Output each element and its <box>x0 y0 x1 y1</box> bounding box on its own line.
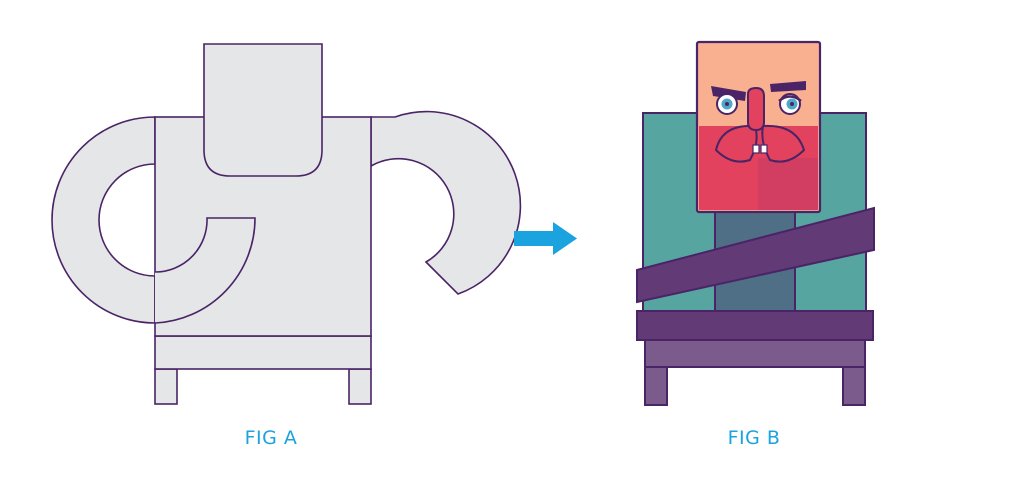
sketch-right-arm <box>370 110 522 295</box>
sketch-bench-base <box>154 335 372 370</box>
mustache-left <box>714 124 758 163</box>
character-nose <box>747 86 765 132</box>
right-arrow-icon <box>514 222 577 255</box>
figure-a-caption: FIG A <box>244 427 298 449</box>
figure-a-sketch <box>51 43 522 405</box>
sketch-left-leg <box>154 368 178 405</box>
sketch-right-leg <box>348 368 372 405</box>
diagonal-strap <box>636 206 875 304</box>
beard-shade <box>758 158 818 210</box>
figure-b-character <box>636 40 875 406</box>
left-eye-pupil <box>725 102 729 106</box>
bench-seat <box>644 339 866 368</box>
sketch-left-arm <box>51 116 156 324</box>
mustache-right <box>761 124 806 163</box>
figure-b-caption: FIG B <box>727 427 781 449</box>
bench-left-leg <box>644 365 668 406</box>
tooth-left <box>752 144 760 154</box>
sketch-hook <box>154 217 256 324</box>
bench-top-band <box>636 310 874 341</box>
bench-right-leg <box>842 365 866 406</box>
right-eyebrow <box>770 81 806 92</box>
right-eye-lid <box>778 95 802 102</box>
tooth-right <box>760 144 768 154</box>
sketch-head <box>203 43 323 177</box>
right-eye-pupil <box>790 102 794 106</box>
